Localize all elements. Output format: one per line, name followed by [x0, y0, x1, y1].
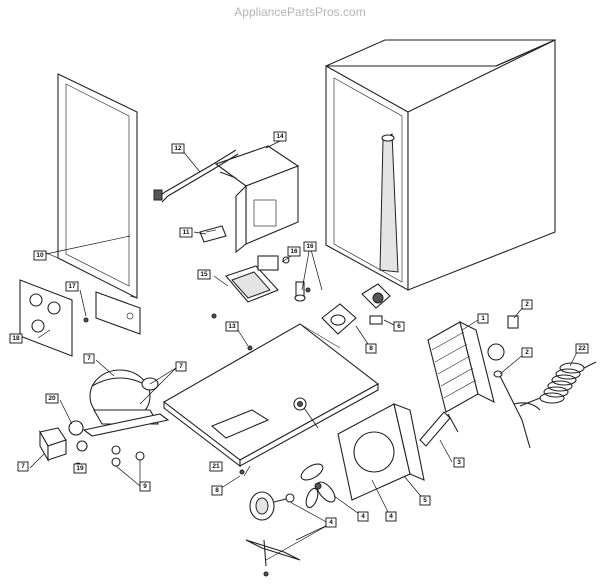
cabinet [325, 39, 556, 291]
callout-7b-label: 7 [179, 363, 183, 370]
base-plate [163, 323, 380, 468]
callout-10-label: 10 [36, 252, 44, 259]
callout-1-label: 1 [481, 315, 485, 322]
callout-10: 10 [33, 250, 47, 261]
compressor [82, 369, 170, 437]
callout-4b: 4 [385, 511, 397, 522]
callout-15-label: 15 [200, 271, 208, 278]
callout-2b-label: 2 [525, 349, 529, 356]
callout-7b: 7 [175, 361, 187, 372]
callout-19: 19 [73, 463, 87, 474]
callout-16b-label: 16 [306, 243, 314, 250]
callout-9-label: 9 [143, 483, 147, 490]
callout-3: 3 [453, 457, 465, 468]
callout-2b: 2 [521, 347, 533, 358]
condenser [427, 320, 495, 413]
callout-4b-label: 4 [389, 513, 393, 520]
callout-22-label: 22 [578, 345, 586, 352]
bracket-plate [214, 145, 300, 254]
callout-17: 17 [65, 281, 79, 292]
callout-11: 11 [179, 227, 193, 238]
callout-21: 21 [209, 461, 223, 472]
callout-6-label: 6 [397, 323, 401, 330]
fan-motor [249, 491, 295, 521]
small-plate [95, 291, 141, 335]
callout-4a-label: 4 [361, 513, 365, 520]
callout-4c: 4 [325, 517, 337, 528]
callout-12-label: 12 [174, 145, 182, 152]
callout-18: 18 [9, 333, 23, 344]
callout-14-label: 14 [276, 133, 284, 140]
clip-part [199, 225, 227, 243]
callout-7c-label: 7 [21, 463, 25, 470]
callout-4a: 4 [357, 511, 369, 522]
callout-7c: 7 [17, 461, 29, 472]
callout-16a-label: 16 [290, 248, 298, 255]
callout-2a-label: 2 [525, 301, 529, 308]
valve-assembly [294, 281, 391, 335]
callout-18-label: 18 [12, 335, 20, 342]
callout-2a: 2 [521, 299, 533, 310]
callout-11-label: 11 [183, 229, 190, 236]
callout-8b-label: 8 [369, 345, 373, 352]
switch-part [257, 255, 290, 271]
callout-4c-label: 4 [329, 519, 333, 526]
callout-1: 1 [477, 313, 489, 324]
callout-17-label: 17 [68, 283, 76, 290]
callout-15: 15 [197, 269, 211, 280]
callout-19-label: 19 [76, 465, 84, 472]
watermark-text: AppliancePartsPros.com [234, 5, 365, 19]
callout-21-label: 21 [212, 463, 220, 470]
relay-part [39, 420, 88, 470]
callout-5: 5 [419, 495, 431, 506]
callout-5-label: 5 [423, 497, 427, 504]
cord-part [153, 149, 239, 203]
callout-3-label: 3 [457, 459, 461, 466]
callout-14: 14 [273, 131, 287, 142]
callout-9: 9 [139, 481, 151, 492]
side-panel [19, 279, 73, 357]
fan-blade [300, 463, 336, 509]
fan-shroud [337, 403, 425, 501]
callout-8a-label: 8 [215, 487, 219, 494]
motor-bracket [245, 539, 301, 577]
screw-parts [83, 287, 311, 475]
callout-16a: 16 [287, 246, 301, 257]
callout-13: 13 [225, 321, 239, 332]
callout-13-label: 13 [228, 323, 236, 330]
coil-part [519, 361, 597, 407]
tray-part [225, 265, 279, 303]
back-panel [43, 73, 138, 299]
callout-16b: 16 [303, 241, 317, 252]
callout-7a-label: 7 [87, 355, 91, 362]
rod-part [419, 411, 459, 447]
drier-part [487, 315, 541, 449]
grommet-part [111, 445, 145, 467]
callout-22: 22 [575, 343, 589, 354]
callout-20: 20 [45, 393, 59, 404]
callout-6: 6 [393, 321, 405, 332]
callout-8b: 8 [365, 343, 377, 354]
callout-12: 12 [171, 143, 185, 154]
callout-7a: 7 [83, 353, 95, 364]
callout-8a: 8 [211, 485, 223, 496]
callout-20-label: 20 [48, 395, 56, 402]
